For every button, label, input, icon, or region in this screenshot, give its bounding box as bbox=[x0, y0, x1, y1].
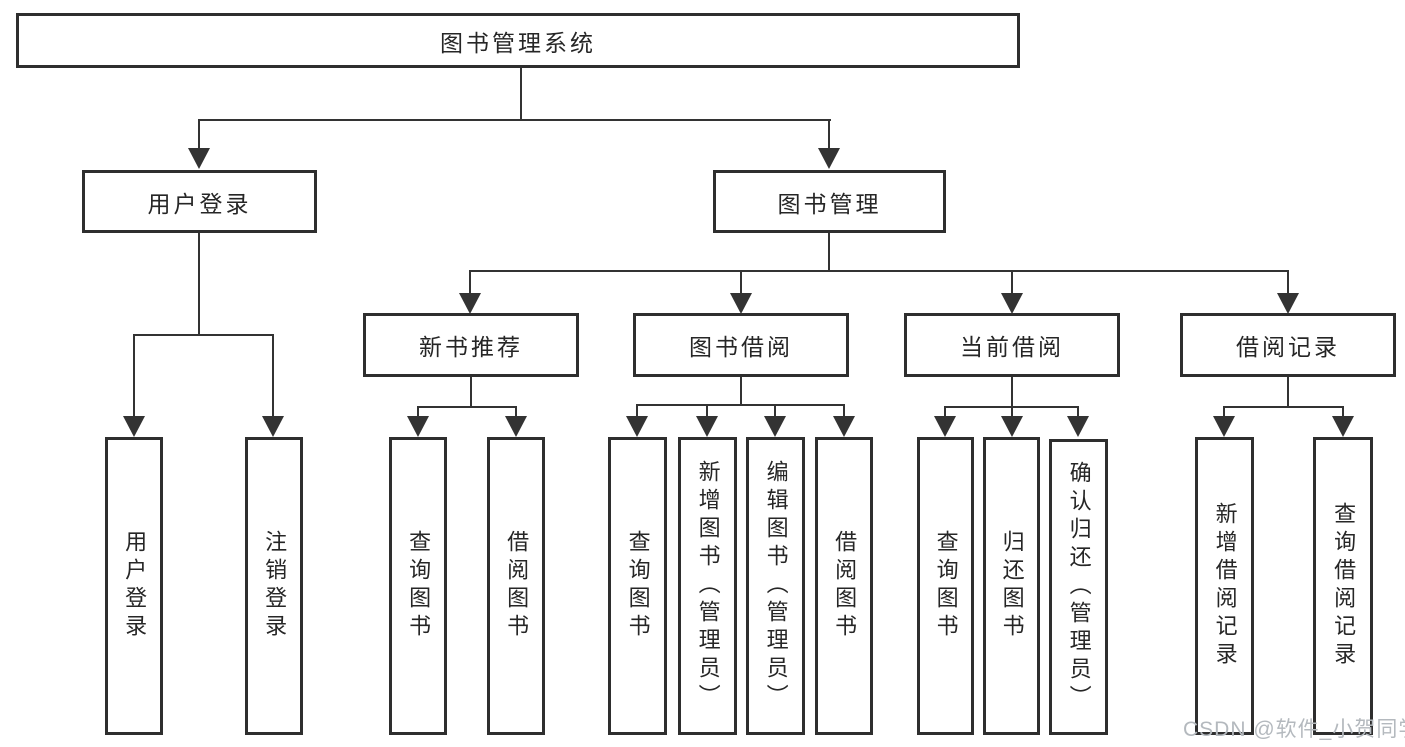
connector-l3-stem bbox=[469, 270, 471, 295]
arrowhead-down-icon bbox=[459, 293, 481, 314]
csdn-watermark: CSDN @软件_小贺同学 bbox=[1183, 718, 1405, 741]
connector-leaf-stem bbox=[774, 404, 776, 418]
connector-book-mgmt-branch bbox=[469, 270, 1289, 272]
leaf-add-borrow-record: 新增借阅记录 bbox=[1195, 437, 1254, 735]
node-book-borrowing: 图书借阅 bbox=[633, 313, 849, 377]
leaf-query-borrow-record: 查询借阅记录 bbox=[1313, 437, 1373, 735]
arrowhead-down-icon bbox=[1001, 293, 1023, 314]
arrowhead-down-icon bbox=[730, 293, 752, 314]
arrowhead-down-icon bbox=[1277, 293, 1299, 314]
arrowhead-down-icon bbox=[1067, 416, 1089, 437]
connector-leaf-stem bbox=[706, 404, 708, 418]
connector-current-down bbox=[1011, 377, 1013, 408]
connector-user-login-branch bbox=[133, 334, 274, 336]
connector-root-stem bbox=[520, 68, 522, 120]
leaf-query-books-borrowing: 查询图书 bbox=[608, 437, 667, 735]
leaf-query-books-recommend: 查询图书 bbox=[389, 437, 447, 735]
connector-l3-stem bbox=[1287, 270, 1289, 295]
arrowhead-down-icon bbox=[1332, 416, 1354, 437]
connector-leaf-stem bbox=[636, 404, 638, 418]
arrowhead-down-icon bbox=[1001, 416, 1023, 437]
connector-recommend-down bbox=[470, 377, 472, 408]
arrowhead-down-icon bbox=[1213, 416, 1235, 437]
connector-leaf-stem bbox=[1223, 406, 1225, 418]
leaf-return-book: 归还图书 bbox=[983, 437, 1040, 735]
connector-leaf-stem bbox=[417, 406, 419, 418]
arrowhead-down-icon bbox=[818, 148, 840, 169]
connector-leaf-stem bbox=[515, 406, 517, 418]
connector-root-branch bbox=[198, 119, 831, 121]
leaf-borrow-books-recommend: 借阅图书 bbox=[487, 437, 545, 735]
connector-l3-stem bbox=[1011, 270, 1013, 295]
arrowhead-down-icon bbox=[626, 416, 648, 437]
connector-leaf-stem bbox=[1077, 406, 1079, 418]
arrowhead-down-icon bbox=[934, 416, 956, 437]
leaf-edit-book-admin: 编辑图书（管理员） bbox=[746, 437, 805, 735]
leaf-query-books-current: 查询图书 bbox=[917, 437, 974, 735]
connector-recommend-branch bbox=[417, 406, 517, 408]
arrowhead-down-icon bbox=[833, 416, 855, 437]
leaf-logout: 注销登录 bbox=[245, 437, 303, 735]
connector-borrowing-down bbox=[740, 377, 742, 406]
node-user-login: 用户登录 bbox=[82, 170, 317, 233]
connector-records-branch bbox=[1223, 406, 1344, 408]
connector-user-login-stem bbox=[198, 119, 200, 151]
connector-leaf-stem bbox=[1342, 406, 1344, 418]
node-borrowing-records: 借阅记录 bbox=[1180, 313, 1396, 377]
node-library-management-system: 图书管理系统 bbox=[16, 13, 1020, 68]
connector-leaf-stem bbox=[944, 406, 946, 418]
connector-leaf-stem bbox=[1011, 406, 1013, 418]
connector-l3-stem bbox=[740, 270, 742, 295]
arrowhead-down-icon bbox=[262, 416, 284, 437]
connector-records-down bbox=[1287, 377, 1289, 408]
node-new-book-recommendation: 新书推荐 bbox=[363, 313, 579, 377]
connector-book-mgmt-down bbox=[828, 233, 830, 272]
node-book-management: 图书管理 bbox=[713, 170, 946, 233]
arrowhead-down-icon bbox=[188, 148, 210, 169]
connector-leaf-stem bbox=[843, 404, 845, 418]
connector-book-mgmt-stem bbox=[828, 119, 830, 151]
arrowhead-down-icon bbox=[123, 416, 145, 437]
leaf-borrow-books: 借阅图书 bbox=[815, 437, 873, 735]
connector-leaf-stem bbox=[133, 334, 135, 418]
arrowhead-down-icon bbox=[505, 416, 527, 437]
arrowhead-down-icon bbox=[407, 416, 429, 437]
arrowhead-down-icon bbox=[696, 416, 718, 437]
node-current-borrowing: 当前借阅 bbox=[904, 313, 1120, 377]
connector-borrowing-branch bbox=[636, 404, 845, 406]
leaf-add-book-admin: 新增图书（管理员） bbox=[678, 437, 737, 735]
leaf-user-login: 用户登录 bbox=[105, 437, 163, 735]
leaf-confirm-return-admin: 确认归还（管理员） bbox=[1049, 439, 1108, 735]
connector-leaf-stem bbox=[272, 334, 274, 418]
arrowhead-down-icon bbox=[764, 416, 786, 437]
connector-user-login-down bbox=[198, 233, 200, 336]
